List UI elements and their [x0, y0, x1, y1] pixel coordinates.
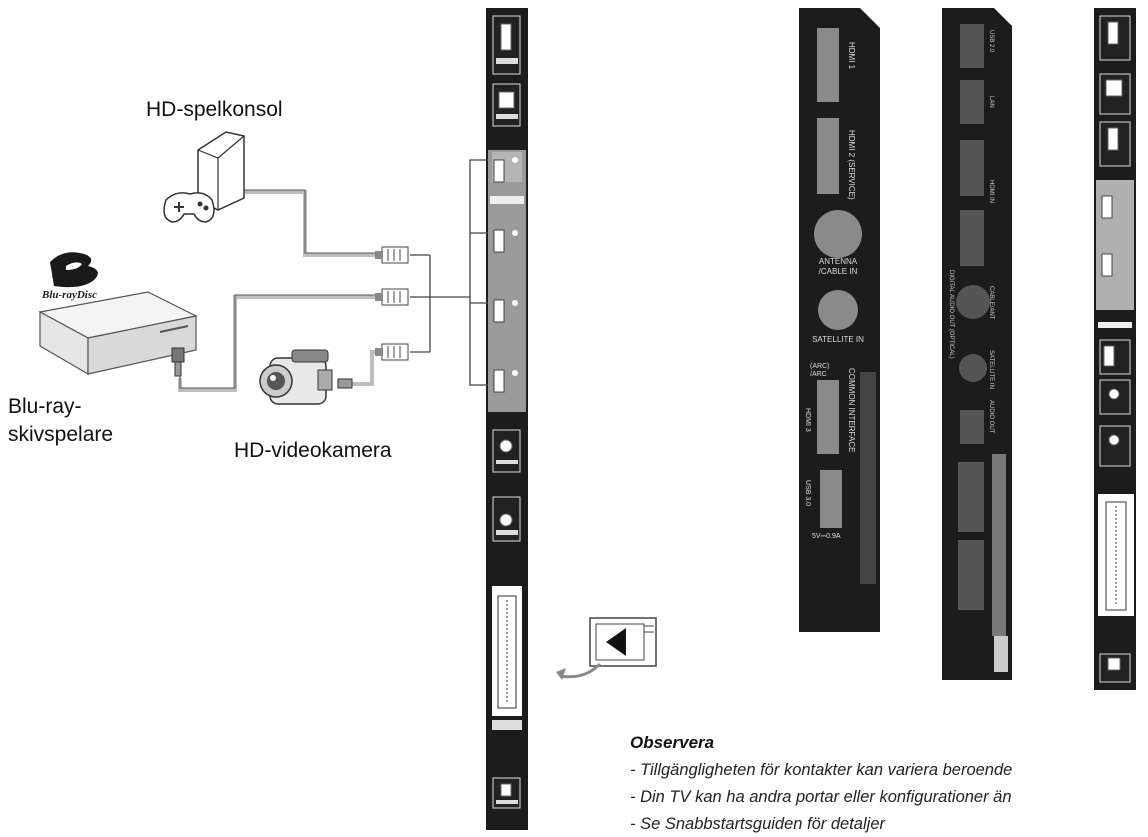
notes-title: Observera	[630, 733, 715, 752]
label-game-console: HD-spelkonsol	[146, 98, 283, 121]
svg-text:/ARC: /ARC	[810, 371, 827, 378]
svg-text:SATELLITE IN: SATELLITE IN	[812, 335, 864, 344]
svg-text:USB 3.0: USB 3.0	[804, 480, 811, 506]
tv-side-panel-c: USB 2.0 LAN HDMI IN CABLE/ANT SATELLITE …	[942, 8, 1012, 680]
note-item-2: - Din TV kan ha andra portar eller konfi…	[630, 788, 1012, 806]
note-item-3: - Se Snabbstartsguiden för detaljer	[630, 815, 885, 833]
tv-side-panel-d	[1094, 8, 1136, 690]
hdmi-plug-console	[375, 246, 409, 264]
game-console-icon	[163, 131, 245, 223]
svg-text:LAN: LAN	[988, 96, 994, 108]
svg-text:ANTENNA: ANTENNA	[819, 257, 858, 266]
hdmi-plug-bluray	[375, 288, 409, 306]
svg-text:/CABLE IN: /CABLE IN	[819, 267, 858, 276]
svg-text:HDMI 3: HDMI 3	[804, 408, 811, 432]
label-bluray-line1: Blu-ray-	[8, 395, 82, 418]
svg-text:(ARC): (ARC)	[810, 363, 829, 370]
svg-text:HDMI IN: HDMI IN	[988, 180, 994, 203]
svg-text:DIGITAL AUDIO OUT (OPTICAL): DIGITAL AUDIO OUT (OPTICAL)	[948, 270, 954, 359]
tv-side-panel-main	[486, 8, 528, 830]
camcorder-icon	[259, 349, 353, 405]
label-bluray-line2: skivspelare	[8, 423, 114, 446]
svg-text:HDMI 2 (SERVICE): HDMI 2 (SERVICE)	[847, 130, 856, 200]
hdmi-cable-bracket	[410, 159, 488, 386]
label-camcorder: HD-videokamera	[234, 439, 392, 462]
note-item-1: - Tillgängligheten för kontakter kan var…	[630, 761, 1013, 779]
ci-card-icon	[589, 617, 657, 667]
svg-text:USB 2.0: USB 2.0	[988, 30, 994, 53]
svg-text:CABLE/ANT: CABLE/ANT	[988, 286, 994, 320]
svg-text:5V⎓0.9A: 5V⎓0.9A	[812, 533, 841, 540]
svg-text:COMMON INTERFACE: COMMON INTERFACE	[847, 368, 856, 452]
svg-text:Blu-rayDisc: Blu-rayDisc	[41, 289, 97, 301]
svg-text:SATELLITE IN: SATELLITE IN	[988, 350, 994, 389]
bluray-logo: Blu-rayDisc	[41, 252, 98, 301]
tv-side-panel-b: HDMI 1 HDMI 2 (SERVICE) ANTENNA /CABLE I…	[799, 8, 880, 632]
hdmi-plug-camcorder	[375, 343, 409, 361]
svg-text:HDMI 1: HDMI 1	[847, 42, 856, 70]
bluray-player-icon	[38, 291, 198, 377]
svg-text:AUDIO OUT: AUDIO OUT	[988, 400, 994, 434]
insert-arrow-icon	[556, 662, 602, 680]
